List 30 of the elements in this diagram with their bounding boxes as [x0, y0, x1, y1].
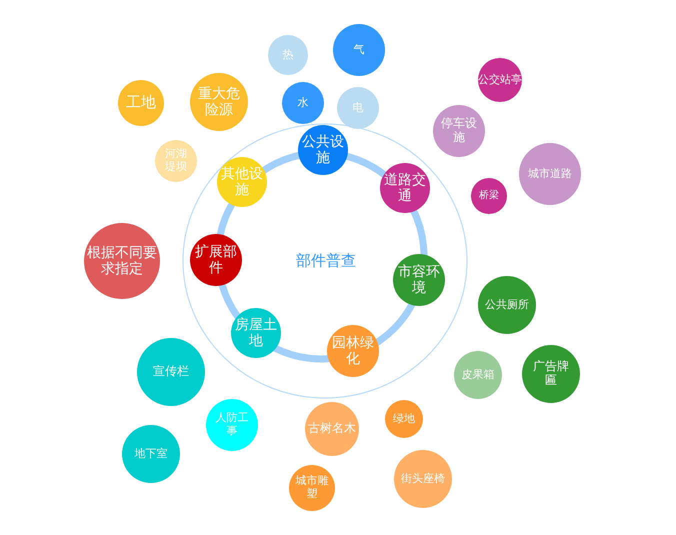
circle-label: 广告牌匾: [532, 360, 570, 388]
circle-label: 道路交通: [383, 172, 427, 204]
circle-label: 公共设施: [301, 134, 345, 166]
circle-label: 城市雕塑: [294, 475, 330, 501]
circle-label: 停车设施: [440, 117, 478, 145]
circle-label: 河湖堤坝: [164, 148, 188, 174]
center-title: 部件普查: [296, 254, 356, 268]
circle-label: 重大危险源: [197, 86, 241, 118]
circle-label: 气: [352, 44, 366, 56]
circle-label: 扩展部件: [194, 244, 238, 276]
circle-label: 水: [296, 96, 310, 110]
circle-label: 宣传栏: [152, 365, 190, 379]
circle-label: 桥梁: [478, 190, 500, 202]
circle-label: 市容环境: [397, 264, 441, 296]
circle-label: 电: [352, 102, 364, 114]
circle-label: 其他设施: [220, 166, 264, 198]
circle-label: 人防工事: [214, 412, 250, 438]
circle-label: 皮果箱: [460, 368, 496, 382]
circle-label: 地下室: [134, 448, 168, 460]
circle-label: 古树名木: [307, 422, 357, 436]
circle-label: 绿地: [392, 412, 416, 426]
circle-label: 房屋土地: [234, 316, 278, 350]
circle-label: 工地: [125, 94, 157, 112]
circle-label: 热: [282, 48, 294, 62]
circle-label: 园林绿化: [331, 334, 375, 368]
circle-label: 根据不同要求指定: [86, 244, 158, 278]
circle-label: 城市道路: [527, 168, 573, 180]
circle-label: 公共厕所: [484, 298, 530, 312]
circle-label: 公交站亭: [477, 74, 523, 86]
circle-label: 街头座椅: [400, 472, 446, 486]
